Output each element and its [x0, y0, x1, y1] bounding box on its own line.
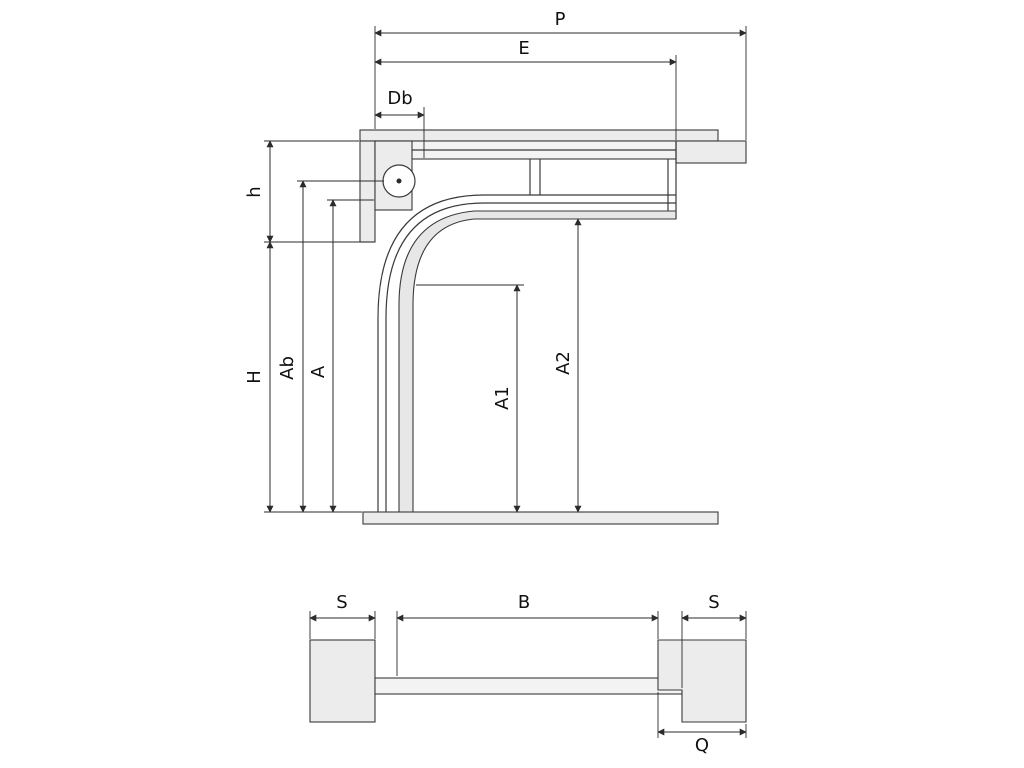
track-curve-outer: [377, 194, 676, 512]
dim-db-label: Db: [387, 88, 412, 109]
dim-a1: A1: [416, 284, 524, 513]
dim-ab: Ab: [277, 180, 384, 513]
dim-e: E: [374, 38, 677, 140]
dim-a2: A2: [553, 218, 582, 513]
dim-ab-label: Ab: [277, 356, 298, 380]
dim-b: B: [396, 592, 659, 676]
side-view-section: P E Db h H Ab: [244, 9, 747, 525]
door-leaf-plan: [374, 677, 683, 695]
dim-p: P: [374, 9, 747, 140]
dim-h-label: h: [244, 186, 265, 197]
shaft-center-dot: [396, 178, 402, 184]
right-bracket: [675, 140, 747, 164]
dim-q: Q: [657, 692, 747, 756]
left-wall-pier: [309, 639, 376, 723]
dim-h: h: [244, 140, 375, 243]
ceiling-plate: [359, 129, 719, 142]
track-curve-inner: [385, 202, 676, 512]
dim-s-left-label: S: [336, 592, 347, 613]
dim-db: Db: [374, 88, 425, 158]
dim-q-label: Q: [695, 735, 709, 756]
dim-a: A: [308, 199, 374, 513]
dim-a2-label: A2: [553, 351, 574, 375]
dim-s-left: S: [309, 592, 376, 639]
dim-s-right: S: [681, 592, 747, 688]
dim-a1-label: A1: [492, 386, 513, 410]
plan-view-section: S B S Q: [309, 592, 747, 756]
dim-a-label: A: [308, 365, 329, 378]
dim-s-right-label: S: [708, 592, 719, 613]
door-leaf-section: [398, 210, 677, 513]
dim-h-total: H: [244, 241, 362, 513]
dim-h-total-label: H: [244, 370, 265, 384]
dim-b-label: B: [518, 592, 530, 613]
floor-slab: [362, 511, 719, 525]
left-jamb: [359, 140, 376, 243]
dim-p-label: P: [555, 9, 566, 30]
right-wall-pier: [657, 639, 747, 723]
dim-e-label: E: [518, 38, 529, 59]
